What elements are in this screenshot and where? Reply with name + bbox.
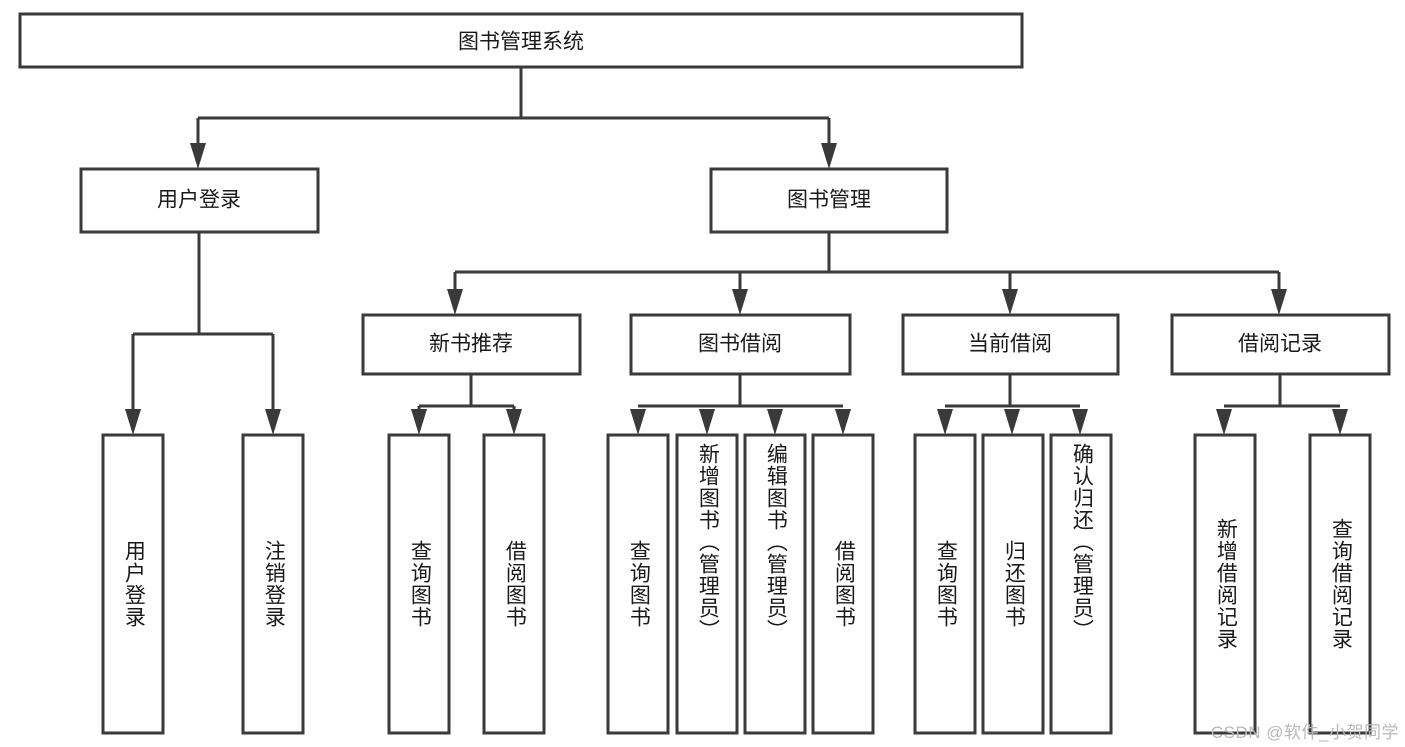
node-borrow-record-box[interactable] (1170, 313, 1391, 376)
arrow-head-cb-leaf-2 (1004, 409, 1020, 435)
leaf-box-bb-query-book[interactable] (606, 433, 670, 735)
arrow-head-bb-leaf-2 (699, 409, 715, 435)
arrow-head-bb-leaf-3 (767, 409, 783, 435)
node-book-borrow-label: 图书借阅 (698, 333, 782, 356)
node-root-box[interactable] (18, 12, 1024, 69)
node-book-borrow-box[interactable] (629, 313, 852, 376)
node-book-mgmt-label: 图书管理 (787, 189, 871, 212)
leaf-box-nb-query-book[interactable] (387, 433, 451, 735)
arrow-head-book-borrow (732, 289, 748, 315)
node-user-login-box[interactable] (79, 167, 320, 234)
node-root-label: 图书管理系统 (458, 31, 584, 54)
arrow-head-bb-leaf-1 (630, 409, 646, 435)
leaf-box-bb-edit-book[interactable] (743, 433, 807, 735)
arrow-head-br-leaf-1 (1216, 409, 1232, 435)
leaf-box-bb-borrow-book[interactable] (811, 433, 875, 735)
node-borrow-record-label: 借阅记录 (1238, 333, 1322, 356)
leaf-box-nb-borrow-book[interactable] (482, 433, 546, 735)
arrow-head-br-leaf-2 (1332, 409, 1348, 435)
node-current-borrow-box[interactable] (901, 313, 1120, 376)
arrow-head-leaf-user-login (125, 409, 141, 435)
arrow-head-book-mgmt (821, 143, 837, 169)
arrow-head-bb-leaf-4 (835, 409, 851, 435)
arrow-head-borrow-record (1271, 289, 1287, 315)
arrow-head-new-book (447, 289, 463, 315)
leaf-box-cb-confirm-return[interactable] (1049, 433, 1113, 735)
arrow-head-nb-leaf-1 (411, 409, 427, 435)
arrow-head-cb-leaf-1 (937, 409, 953, 435)
node-new-book-label: 新书推荐 (429, 333, 513, 356)
node-current-borrow-label: 当前借阅 (968, 333, 1052, 356)
arrow-head-leaf-logout (265, 409, 281, 435)
leaf-box-bb-add-book[interactable] (675, 433, 739, 735)
leaf-box-logout[interactable] (241, 433, 305, 735)
arrow-head-nb-leaf-2 (506, 409, 522, 435)
watermark-text: CSDN @软件_小贺同学 (1210, 723, 1399, 742)
node-book-mgmt-box[interactable] (709, 167, 949, 234)
arrow-head-user-login (190, 143, 206, 169)
leaf-box-cb-return-book[interactable] (981, 433, 1045, 735)
node-new-book-box[interactable] (361, 313, 582, 376)
leaf-box-br-query-record[interactable] (1308, 433, 1372, 735)
arrow-head-current-borrow (1002, 289, 1018, 315)
leaf-box-cb-query-book[interactable] (913, 433, 977, 735)
arrow-head-cb-leaf-3 (1072, 409, 1088, 435)
leaf-box-user-login[interactable] (101, 433, 165, 735)
leaf-box-br-add-record[interactable] (1193, 433, 1257, 735)
node-user-login-label: 用户登录 (157, 189, 241, 212)
